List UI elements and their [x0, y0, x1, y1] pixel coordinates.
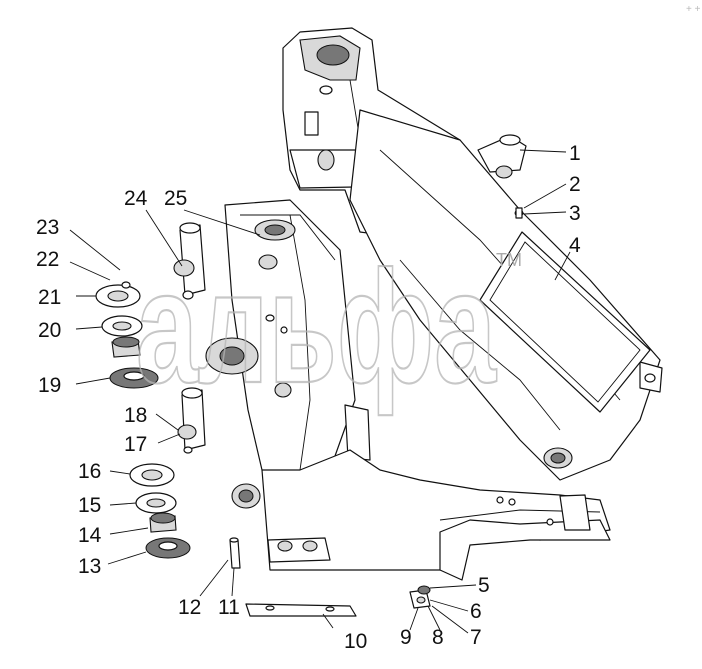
callout-19: 19: [38, 374, 61, 397]
callout-6: 6: [470, 600, 482, 623]
callout-17: 17: [124, 433, 147, 456]
callout-16: 16: [78, 460, 101, 483]
callout-22: 22: [36, 248, 59, 271]
pin-item-1: [477, 134, 527, 179]
callout-11: 11: [218, 596, 240, 619]
corner-mark: + +: [686, 4, 701, 15]
pin-upper: [173, 222, 206, 300]
watermark: альфа TM + +: [135, 4, 701, 417]
callout-13: 13: [78, 555, 101, 578]
callout-18: 18: [124, 404, 147, 427]
washer-stack-lower: [129, 463, 191, 559]
bracket-small: [409, 585, 431, 609]
callout-4: 4: [569, 234, 581, 257]
callout-20: 20: [38, 319, 61, 342]
callout-25: 25: [164, 187, 187, 210]
callout-23: 23: [36, 216, 59, 239]
pin-lower: [177, 387, 206, 454]
washer-stack-upper: [95, 281, 159, 389]
callout-21: 21: [38, 286, 61, 309]
callout-numbers: 1 2 3 4 5 6 7 8 9 10 11 12 13 14 15 16 1…: [36, 142, 581, 653]
lower-frame: [231, 449, 611, 581]
pin-item-11: [229, 537, 241, 569]
callout-1: 1: [569, 142, 581, 165]
callout-14: 14: [78, 524, 102, 547]
callout-10: 10: [344, 630, 367, 653]
pivot-bearing-upper: [205, 337, 259, 375]
callout-12: 12: [178, 596, 201, 619]
callout-2: 2: [569, 173, 581, 196]
callout-8: 8: [432, 626, 444, 649]
link-bar: [245, 603, 357, 617]
leader-lines: [69, 149, 571, 634]
watermark-tm: TM: [496, 250, 522, 270]
callout-7: 7: [470, 626, 482, 649]
callout-24: 24: [124, 187, 148, 210]
callout-3: 3: [569, 202, 581, 225]
callout-9: 9: [400, 626, 412, 649]
bolt-item-2: [514, 207, 524, 219]
cover-plate: [479, 231, 651, 413]
callout-5: 5: [478, 574, 490, 597]
callout-15: 15: [78, 494, 101, 517]
watermark-text: альфа: [136, 237, 497, 416]
